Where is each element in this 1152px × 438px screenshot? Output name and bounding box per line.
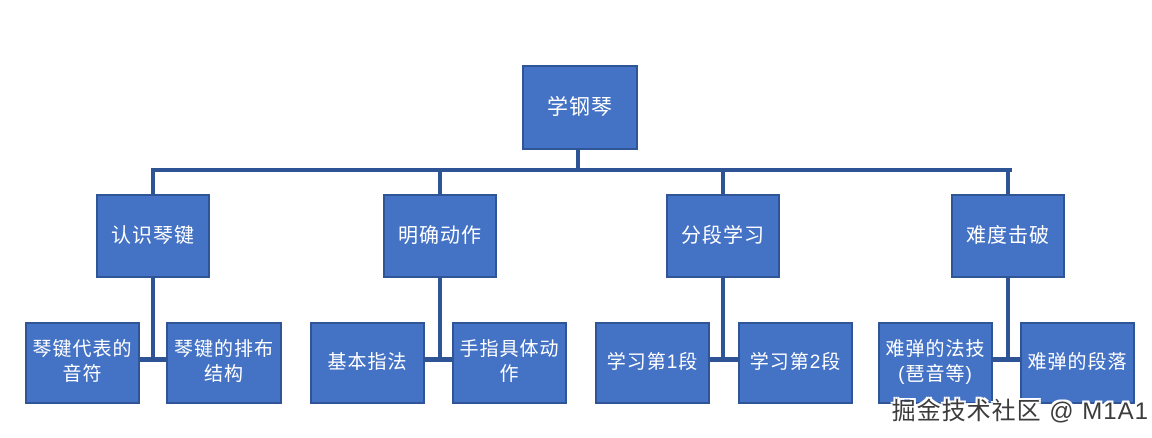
connector-branch-4-foot	[992, 357, 1021, 362]
connector-branch-3-stub	[721, 170, 725, 194]
connector-branch-1-stub	[151, 170, 155, 194]
node-leaf-4-2: 难弹的段落	[1020, 322, 1135, 404]
node-leaf-3-2: 学习第2段	[738, 322, 853, 404]
connector-branch-2-drop	[438, 277, 442, 362]
watermark: 掘金技术社区 @ M1A1	[891, 398, 1149, 425]
connector-branch-2-foot	[424, 357, 454, 362]
node-leaf-3-1: 学习第1段	[595, 322, 710, 404]
connector-branch-2-stub	[438, 170, 442, 194]
connector-branch-1-foot	[139, 357, 168, 362]
node-branch-3: 分段学习	[666, 194, 780, 278]
connector-branch-3-foot	[709, 357, 739, 362]
connector-branch-3-drop	[721, 277, 725, 362]
node-leaf-1-1: 琴键代表的 音符	[25, 322, 140, 404]
node-branch-4: 难度击破	[951, 194, 1065, 278]
node-leaf-4-1: 难弹的法技 (琶音等)	[878, 322, 993, 404]
node-branch-1: 认识琴键	[96, 194, 210, 278]
node-leaf-1-2: 琴键的排布 结构	[166, 322, 282, 404]
node-leaf-2-2: 手指具体动 作	[452, 322, 567, 404]
connector-branch-1-drop	[151, 277, 155, 362]
connector-root-stem	[576, 149, 580, 170]
node-root: 学钢琴	[522, 65, 638, 150]
connector-level1-bus	[151, 168, 1012, 172]
node-leaf-2-1: 基本指法	[310, 322, 425, 404]
node-branch-2: 明确动作	[383, 194, 497, 278]
connector-branch-4-stub	[1006, 170, 1010, 194]
connector-branch-4-drop	[1006, 277, 1010, 362]
